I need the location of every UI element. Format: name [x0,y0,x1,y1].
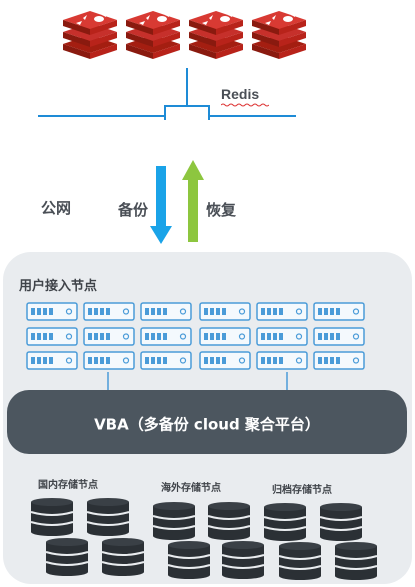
access-nodes-title: 用户接入节点 [19,279,98,294]
public-network-label: 公网 [41,199,72,217]
server-icon [199,327,251,346]
transfer-arrows [150,160,204,244]
vba-platform-label: VBA（多备份 cloud 聚合平台） [94,415,320,434]
server-icon [140,327,192,346]
database-icon [263,502,307,542]
server-icon [256,351,308,370]
server-icon [256,327,308,346]
redis-label: Redis [221,86,260,102]
backup-label: 备份 [118,201,149,219]
redis-logo-icon [126,11,180,59]
overseas-storage-title: 海外存储节点 [161,483,221,494]
vba-platform-bar [7,390,407,454]
database-icon [167,540,211,580]
redis-logo-icon [189,11,243,59]
backup-arrow-icon [150,166,172,244]
server-icon [83,327,135,346]
access-node-servers [26,302,365,390]
redis-logo-icon [252,11,306,59]
storage-databases [30,497,378,581]
server-icon [199,302,251,321]
restore-arrow-icon [182,160,204,242]
database-icon [152,501,196,541]
server-icon [26,351,78,370]
database-icon [45,537,89,577]
server-icon [26,302,78,321]
database-icon [221,540,265,580]
database-icon [207,501,251,541]
server-icon [313,351,365,370]
server-icon [313,302,365,321]
spellcheck-underline [221,103,269,107]
database-icon [278,541,322,581]
domestic-storage-title: 国内存储节点 [38,480,98,491]
server-icon [313,327,365,346]
database-icon [319,502,363,542]
server-icon [140,351,192,370]
database-icon [334,541,378,581]
server-icon [83,302,135,321]
restore-label: 恢复 [206,201,237,219]
network-switch [164,105,210,120]
server-icon [199,351,251,370]
redis-cluster [38,11,306,120]
archive-storage-title: 归档存储节点 [272,485,332,496]
server-icon [26,327,78,346]
database-icon [30,497,74,537]
database-icon [86,497,130,537]
server-icon [256,302,308,321]
redis-logo-icon [63,11,117,59]
database-icon [101,537,145,577]
server-icon [83,351,135,370]
server-icon [140,302,192,321]
